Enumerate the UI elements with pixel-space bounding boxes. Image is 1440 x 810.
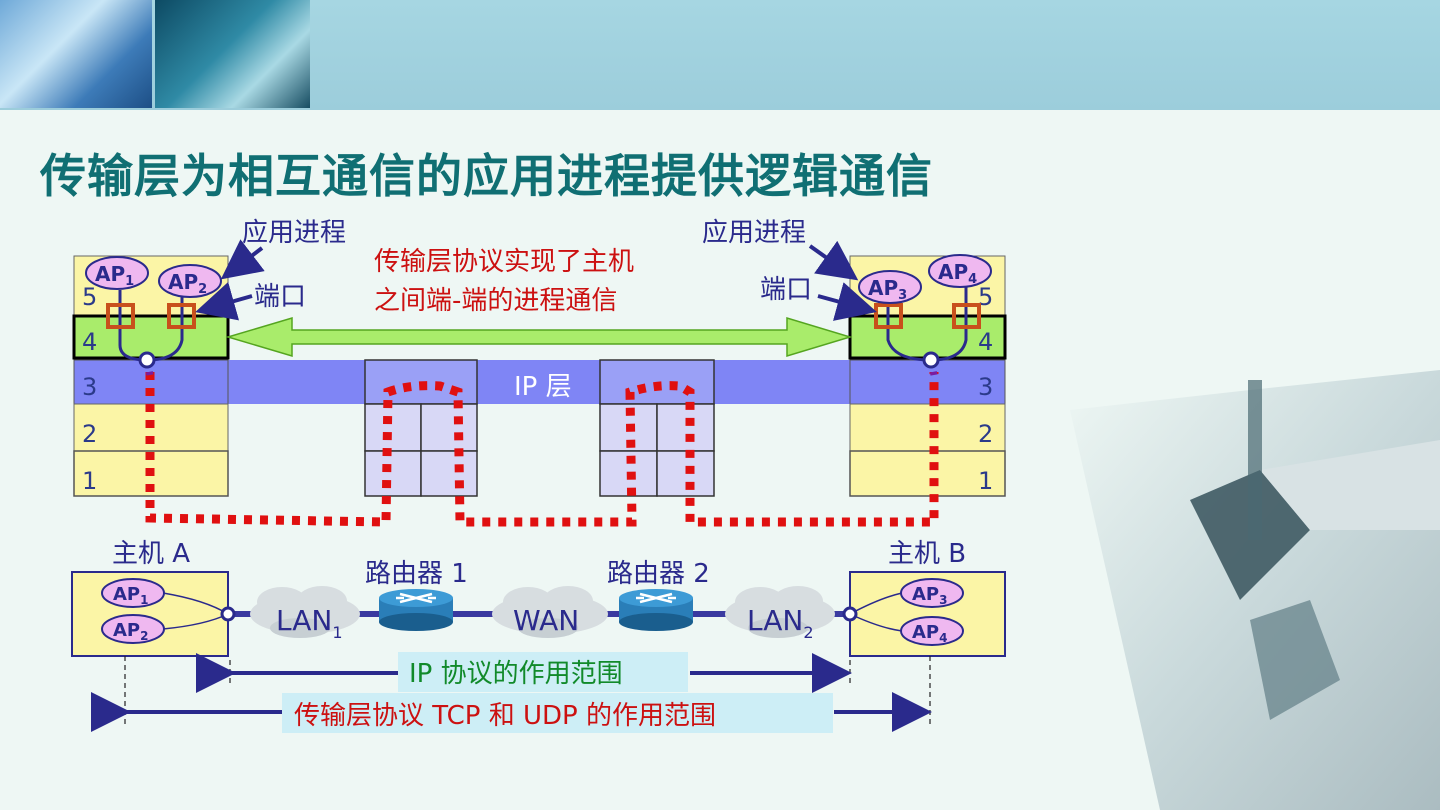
arrow-port-right <box>817 282 877 321</box>
router-1-icon <box>379 589 453 631</box>
layer-number: 2 <box>978 420 993 448</box>
layer-number: 2 <box>82 420 97 448</box>
layer-number: 3 <box>82 373 97 401</box>
logical-path-dotted <box>145 372 939 527</box>
label-router-1: 路由器 1 <box>365 559 468 589</box>
callout-line-1: 传输层协议实现了主机 <box>374 247 634 277</box>
label-router-2: 路由器 2 <box>607 559 710 589</box>
layer-number: 3 <box>978 373 993 401</box>
port-box-left-1 <box>106 303 135 329</box>
lan-2-cloud-icon <box>725 586 835 638</box>
svg-text:AP4: AP4 <box>938 260 977 287</box>
layer-number: 4 <box>978 328 993 356</box>
label-host-a: 主机 A <box>112 539 190 569</box>
layer-number: 5 <box>978 283 993 311</box>
arrow-port-left <box>195 281 253 321</box>
arrow-app-process-left <box>220 239 265 280</box>
label-port-left: 端口 <box>254 282 306 312</box>
label-lan-1: LAN1 <box>276 604 343 642</box>
lan-1-cloud-icon <box>250 586 360 638</box>
wan-cloud-icon <box>492 586 608 638</box>
ip-layer-label: IP 层 <box>514 372 572 402</box>
header-image-laptop <box>155 0 310 108</box>
label-host-b: 主机 B <box>888 539 966 569</box>
transport-scope-box <box>282 693 833 733</box>
label-port-right: 端口 <box>760 275 812 305</box>
socket-point-right <box>922 351 940 369</box>
host-a-socket <box>220 606 236 622</box>
svg-text:AP4: AP4 <box>912 622 947 645</box>
ap-bubble: AP1 <box>85 256 149 290</box>
svg-text:AP1: AP1 <box>113 584 148 607</box>
port-box-left-2 <box>167 303 196 329</box>
svg-text:AP3: AP3 <box>912 584 947 607</box>
label-app-process-left: 应用进程 <box>242 218 346 248</box>
svg-text:AP2: AP2 <box>113 620 148 643</box>
layer-number: 5 <box>82 283 97 311</box>
router-1-stack <box>364 359 478 497</box>
ap-bubble: AP4 <box>900 616 964 646</box>
ap-bubble: AP2 <box>101 614 165 644</box>
layer-number: 1 <box>82 467 97 495</box>
label-ip-scope: IP 协议的作用范围 <box>409 659 623 689</box>
header-image-network <box>0 0 152 108</box>
background-decoration <box>1070 370 1440 810</box>
ap-bubble: AP4 <box>928 254 992 288</box>
label-wan: WAN <box>513 604 579 637</box>
router-2-stack <box>599 359 715 497</box>
svg-text:AP1: AP1 <box>95 262 134 289</box>
slide-title: 传输层为相互通信的应用进程提供逻辑通信 <box>40 149 933 203</box>
end-to-end-arrow <box>225 316 853 358</box>
host-b-socket <box>842 606 858 622</box>
router-2-icon <box>619 589 693 631</box>
ap-bubble: AP3 <box>858 270 922 304</box>
label-app-process-right: 应用进程 <box>702 218 806 248</box>
label-transport-scope: 传输层协议 TCP 和 UDP 的作用范围 <box>294 701 716 731</box>
layer-number: 4 <box>82 328 97 356</box>
ip-scope-box <box>398 652 688 692</box>
layer-number: 1 <box>978 467 993 495</box>
port-box-right-2 <box>952 303 981 329</box>
ap-bubble: AP3 <box>900 578 964 608</box>
socket-point-left <box>138 351 156 369</box>
arrow-app-process-right <box>808 240 859 281</box>
ap-bubble: AP2 <box>158 264 222 298</box>
callout-line-2: 之间端-端的进程通信 <box>374 286 617 316</box>
label-lan-2: LAN2 <box>747 604 814 642</box>
ap-bubble: AP1 <box>101 578 165 608</box>
